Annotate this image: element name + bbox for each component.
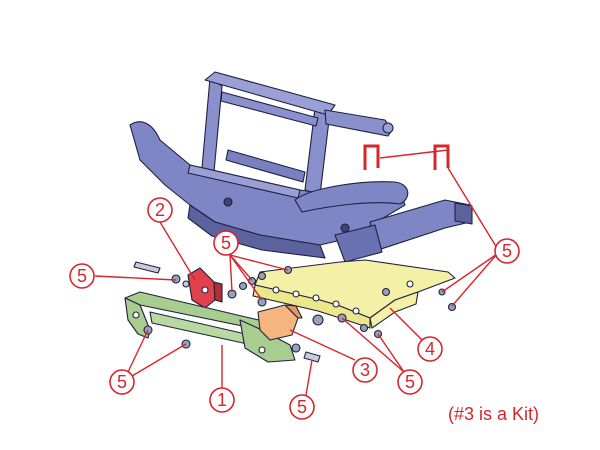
red-bracket-hole	[201, 286, 209, 294]
plate-hole	[292, 290, 300, 298]
nut	[238, 281, 248, 291]
bumper-right-tube	[294, 181, 409, 213]
red-bracket	[187, 267, 223, 309]
green-frame	[124, 291, 296, 363]
callout-5-bottom: 5	[289, 394, 315, 420]
leader-3	[289, 329, 356, 361]
orange-part-side	[284, 304, 303, 319]
leader-lines	[94, 149, 498, 396]
nut	[257, 271, 267, 281]
hoop-mid-frame	[225, 149, 306, 183]
u-bolt	[363, 144, 380, 170]
plate-hole	[272, 286, 280, 294]
hitch-bracket	[334, 224, 383, 263]
orange-kit-part	[257, 304, 303, 341]
nut	[381, 287, 391, 297]
svg-text:5: 5	[405, 372, 415, 392]
bolt-short	[303, 351, 321, 363]
nut	[359, 323, 369, 333]
plate-hole	[406, 280, 414, 288]
callout-5-upper: 5	[213, 230, 239, 256]
leader-5-ubolts-a	[447, 167, 498, 249]
plate-hole	[312, 294, 320, 302]
leader-5-right-a	[441, 253, 498, 293]
svg-text:5: 5	[502, 241, 512, 261]
hoop-right-arm	[324, 109, 393, 137]
plate-hole	[352, 307, 360, 315]
svg-text:5: 5	[297, 397, 307, 417]
leader-5-right-b	[451, 253, 498, 307]
leader-5-upper-c	[229, 254, 263, 301]
svg-text:5: 5	[117, 372, 127, 392]
plate-flange	[369, 291, 419, 329]
leader-4	[389, 307, 423, 341]
bolt-long	[133, 261, 161, 274]
leader-5-upper-a	[229, 254, 233, 293]
leader-5-bottomleft-b	[131, 343, 187, 377]
svg-text:4: 4	[425, 339, 435, 359]
svg-text:3: 3	[360, 360, 370, 380]
callout-2: 2	[147, 197, 173, 223]
green-frame-hole	[132, 311, 140, 319]
nut	[447, 302, 457, 312]
leader-5-upper-d	[229, 254, 289, 271]
leader-5-ubolts-b	[379, 149, 449, 159]
bumper-hole	[223, 197, 233, 207]
green-frame-hole	[258, 346, 266, 354]
nut	[291, 343, 301, 353]
leader-5-bottomleft-a	[127, 329, 149, 373]
svg-text:2: 2	[155, 200, 165, 220]
svg-text:1: 1	[217, 390, 227, 410]
bumper-assembly	[129, 71, 473, 263]
hoop-crossbar	[220, 91, 319, 127]
callout-4: 4	[417, 336, 443, 362]
leader-5-mid-a	[341, 317, 405, 373]
kit-note: (#3 is a Kit)	[448, 404, 540, 424]
svg-text:5: 5	[77, 266, 87, 286]
callout-5-right: 5	[494, 238, 520, 264]
plate-hole	[332, 300, 340, 308]
nut	[257, 297, 267, 307]
bumper-lower-face	[187, 204, 326, 259]
bumper-hole	[340, 223, 350, 233]
callout-5-mid: 5	[397, 369, 423, 395]
nut	[312, 314, 324, 326]
callout-5-left: 5	[69, 263, 95, 289]
leader-5-mid-b	[377, 333, 405, 373]
callout-1: 1	[209, 387, 235, 413]
washer	[182, 280, 190, 288]
arm-bolt	[382, 122, 394, 134]
hardware	[133, 261, 457, 363]
red-bracket-side	[213, 281, 223, 303]
u-bolt	[433, 144, 450, 170]
hoop-top-bar	[204, 71, 336, 116]
svg-text:5: 5	[221, 233, 231, 253]
leader-2	[159, 221, 196, 281]
leader-5-left	[94, 275, 177, 281]
receiver-end	[454, 202, 473, 225]
callout-5-bottomleft: 5	[109, 369, 135, 395]
callout-3: 3	[352, 357, 378, 383]
leader-5-bottom	[305, 359, 313, 396]
nut	[171, 274, 181, 284]
u-bolts	[363, 144, 450, 170]
